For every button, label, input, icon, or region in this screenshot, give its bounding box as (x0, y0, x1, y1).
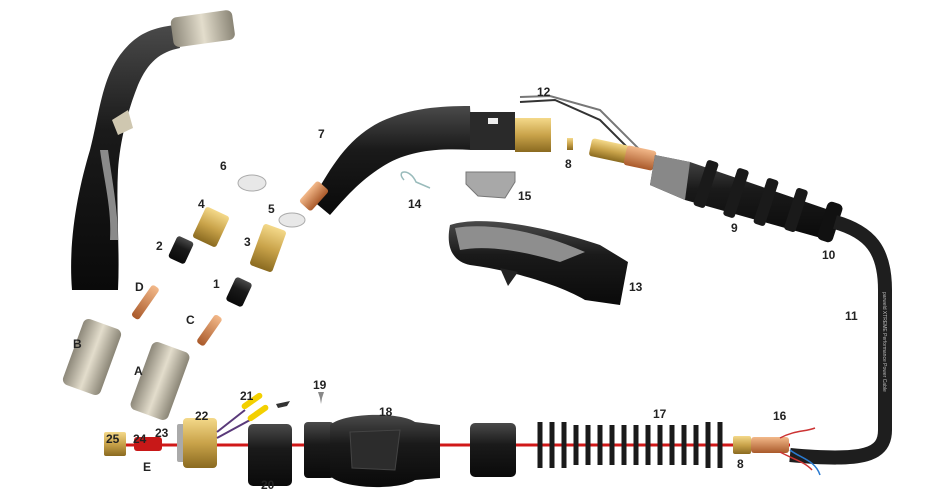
neck-brass-block (515, 118, 551, 152)
part-A-nozzle (130, 342, 190, 420)
label-17: 17 (653, 407, 667, 421)
part-21-terminal-2 (247, 404, 269, 422)
label-10: 10 (822, 248, 836, 262)
part-13-handle (448, 221, 628, 305)
assembled-handle (71, 25, 180, 290)
part-8-fitting (733, 436, 751, 454)
neck-label (488, 118, 498, 124)
part-9-cable-boot (589, 138, 835, 240)
trigger (112, 110, 133, 135)
label-13: 13 (629, 280, 643, 294)
part-24-liner-tip (134, 437, 162, 451)
label-8-bottom: 8 (737, 457, 744, 471)
part-12-wires (519, 98, 641, 161)
label-3: 3 (244, 235, 251, 249)
label-C: C (186, 313, 195, 327)
part-16-wires (779, 427, 816, 471)
handle-grip-insert (100, 150, 118, 240)
label-8-top: 8 (565, 157, 572, 171)
part-12-wire-2 (519, 94, 646, 156)
assembled-nozzle (170, 10, 235, 47)
part-1-insulator (226, 277, 252, 307)
label-5: 5 (268, 202, 275, 216)
part-22-central-connector (183, 418, 217, 468)
part-17-spring (537, 422, 723, 468)
label-12: 12 (537, 85, 551, 99)
label-15: 15 (518, 189, 532, 203)
part-20-lock-nut (248, 424, 292, 486)
part-10-cable-ring (817, 201, 843, 243)
neck-body (470, 112, 515, 150)
part-14-spring-clip (400, 171, 431, 189)
part-C-contact-tip (197, 314, 222, 346)
label-18: 18 (379, 405, 393, 419)
part-16-blue-wire (789, 449, 821, 476)
part-8-insert (567, 138, 573, 150)
part-16-cable-connector (751, 437, 789, 453)
label-D: D (135, 280, 144, 294)
label-E: E (143, 460, 151, 474)
part-labels: 6 7 12 8 4 5 14 15 9 10 2 3 13 D 1 11 C … (73, 85, 858, 492)
label-7: 7 (318, 127, 325, 141)
label-19: 19 (313, 378, 327, 392)
part-3-gas-diffuser (250, 224, 286, 272)
part-21-terminal-1 (241, 392, 263, 410)
part-25-nut (104, 432, 126, 456)
part-21-wires (216, 409, 251, 439)
cable-print: parweld XTREME Performance Power Cable (881, 292, 887, 392)
label-23: 23 (155, 426, 169, 440)
part-6-ring (237, 174, 267, 192)
label-2: 2 (156, 239, 163, 253)
part-B-nozzle (62, 318, 122, 396)
part-7-swan-neck (299, 106, 551, 215)
label-A: A (134, 364, 143, 378)
label-9: 9 (731, 221, 738, 235)
part-18-handle-rear (304, 422, 334, 478)
label-1: 1 (213, 277, 220, 291)
label-4: 4 (198, 197, 205, 211)
part-11-power-cable (789, 215, 892, 465)
label-25: 25 (106, 432, 120, 446)
connector-nut (470, 423, 516, 477)
part-4-gas-diffuser (193, 207, 229, 247)
small-clip (276, 401, 290, 408)
consumables (62, 174, 306, 420)
label-21: 21 (240, 389, 254, 403)
label-20: 20 (261, 478, 275, 492)
label-16: 16 (773, 409, 787, 423)
neck-copper-tip (299, 181, 329, 211)
label-6: 6 (220, 159, 227, 173)
label-22: 22 (195, 409, 209, 423)
part-2-insulator (168, 236, 194, 264)
part-5-ring (278, 212, 306, 228)
part-D-contact-tip (132, 285, 159, 320)
label-B: B (73, 337, 82, 351)
label-14: 14 (408, 197, 422, 211)
label-11: 11 (845, 309, 858, 323)
label-24: 24 (133, 432, 147, 446)
ce-marking-panel (349, 429, 401, 471)
assembled-torch (71, 10, 235, 290)
part-19-screw (318, 392, 324, 404)
part-15-trigger-block (465, 171, 516, 199)
